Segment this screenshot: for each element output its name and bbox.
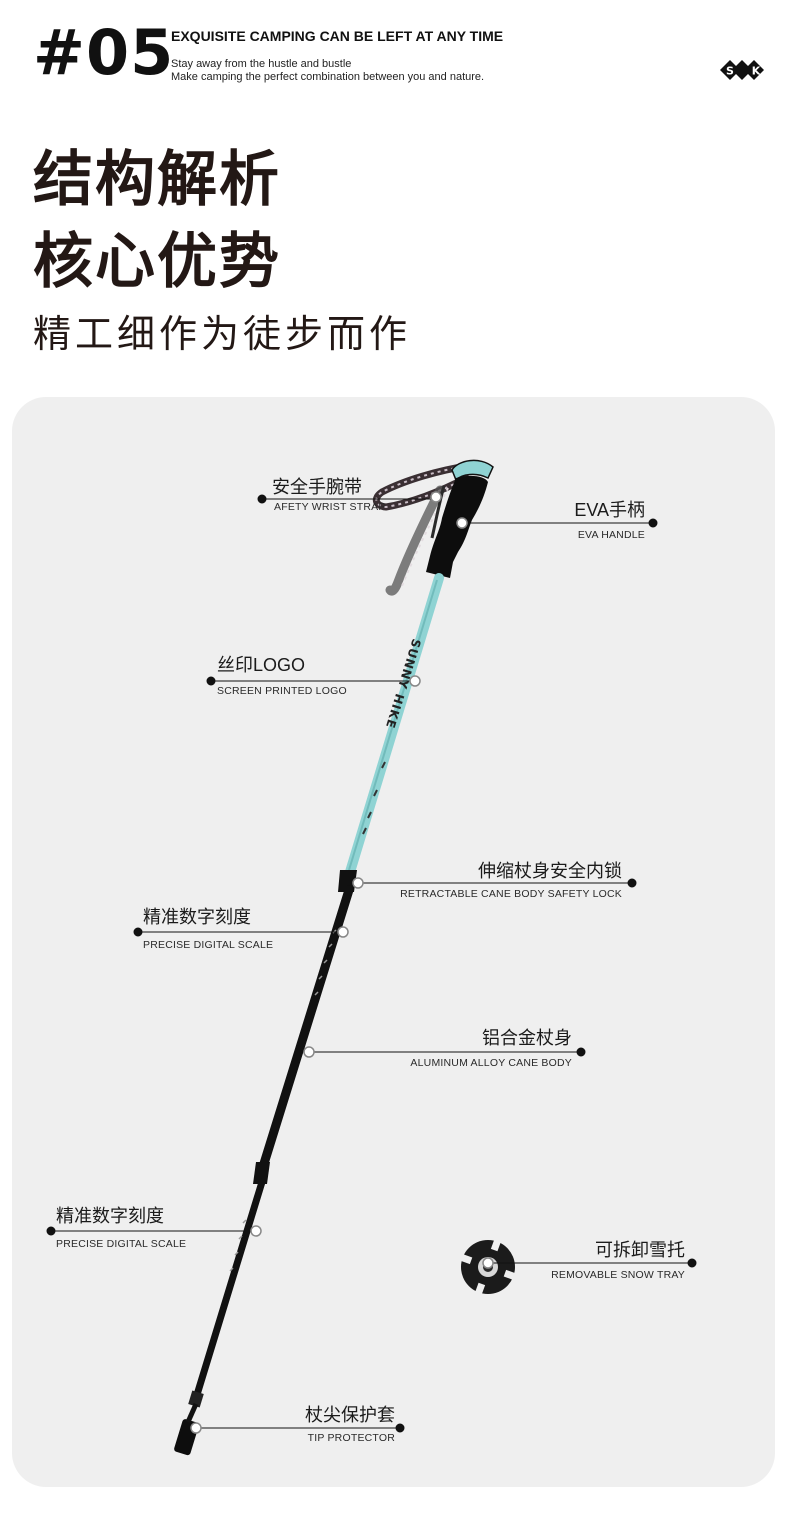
label-snow-tray-en: REMOVABLE SNOW TRAY (551, 1269, 685, 1281)
label-lock-cn: 伸缩杖身安全内锁 (478, 861, 622, 881)
sk-logo-icon: S K (720, 60, 764, 80)
label-wrist-strap-cn: 安全手腕带 (272, 477, 362, 497)
label-cane-body-en: ALUMINUM ALLOY CANE BODY (410, 1057, 572, 1069)
header-subtitle-line-2: Make camping the perfect combination bet… (171, 71, 485, 83)
label-wrist-strap-en: AFETY WRIST STRAP (274, 501, 386, 513)
label-scale-lower-en: PRECISE DIGITAL SCALE (56, 1238, 187, 1250)
label-tip-protector-en: TIP PROTECTOR (307, 1432, 395, 1444)
product-panel (12, 397, 775, 1487)
label-lock-en: RETRACTABLE CANE BODY SAFETY LOCK (400, 888, 622, 900)
label-eva-handle-en: EVA HANDLE (577, 529, 645, 541)
heading-core-advantages: 核心优势 (33, 228, 281, 295)
page-header: #05 EXQUISITE CAMPING CAN BE LEFT AT ANY… (0, 0, 790, 110)
header-subtitle: Stay away from the hustle and bustle Mak… (171, 58, 484, 84)
heading-tagline: 精工细作为徒步而作 (33, 314, 412, 356)
section-number: #05 (33, 16, 175, 89)
label-scale-upper-en: PRECISE DIGITAL SCALE (143, 939, 274, 951)
header-subtitle-line-1: Stay away from the hustle and bustle (171, 58, 352, 70)
header-title: EXQUISITE CAMPING CAN BE LEFT AT ANY TIM… (171, 28, 504, 44)
label-scale-upper-cn: 精准数字刻度 (143, 907, 251, 927)
label-logo-cn: 丝印LOGO (217, 655, 306, 675)
svg-text:S: S (726, 65, 734, 78)
label-tip-protector-cn: 杖尖保护套 (305, 1405, 395, 1425)
label-eva-handle-cn: EVA手柄 (574, 500, 645, 520)
label-snow-tray-cn: 可拆卸雪托 (595, 1240, 685, 1260)
heading-structure-analysis: 结构解析 (33, 146, 281, 213)
label-scale-lower-cn: 精准数字刻度 (56, 1206, 164, 1226)
label-logo-en: SCREEN PRINTED LOGO (217, 685, 347, 697)
svg-text:K: K (752, 65, 761, 78)
label-cane-body-cn: 铝合金杖身 (482, 1028, 572, 1048)
